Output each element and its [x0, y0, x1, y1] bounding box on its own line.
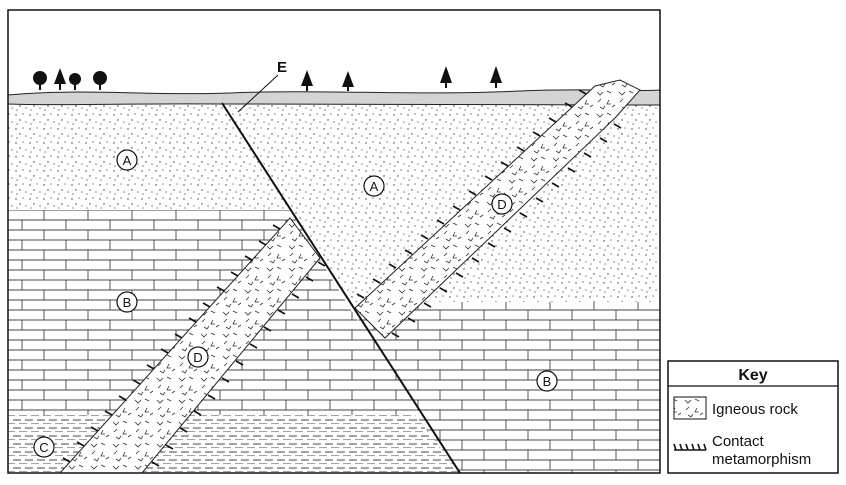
svg-text:C: C — [39, 440, 48, 455]
layer-a-left — [8, 103, 290, 210]
trees — [33, 66, 502, 91]
key-igneous-label: Igneous rock — [712, 401, 798, 418]
tree-icon — [440, 66, 452, 88]
fault-leader-line — [237, 74, 279, 113]
label-b-right: B — [536, 370, 558, 392]
tree-icon — [93, 71, 107, 90]
svg-text:B: B — [123, 295, 132, 310]
tree-icon — [69, 73, 81, 90]
label-a-left: A — [116, 149, 138, 171]
svg-text:D: D — [497, 197, 506, 212]
contact-metamorphism-marks — [62, 89, 622, 467]
key-title: Key — [738, 367, 767, 384]
label-d-lower: D — [187, 346, 209, 368]
label-c: C — [33, 436, 55, 458]
tree-icon — [342, 71, 354, 91]
igneous-dike-lower — [59, 217, 321, 473]
svg-text:D: D — [193, 350, 202, 365]
tree-icon — [33, 71, 47, 90]
contact-swatch — [673, 443, 707, 451]
svg-text:A: A — [370, 179, 379, 194]
fault-line — [221, 102, 461, 473]
fault-label: E — [277, 59, 287, 76]
ground-surface — [8, 89, 660, 106]
tree-icon — [490, 66, 502, 88]
label-d-upper: D — [491, 193, 513, 215]
tree-icon — [54, 68, 66, 90]
tree-icon — [301, 70, 313, 91]
key-contact-label-1: Contact — [712, 433, 765, 450]
label-a-right: A — [363, 175, 385, 197]
key-box: Key Igneous rock Contact metamorphism — [667, 360, 839, 474]
layer-b-right — [351, 302, 660, 473]
label-b-left: B — [116, 291, 138, 313]
diagram-frame — [7, 9, 661, 474]
key-contact-label-2: metamorphism — [712, 451, 811, 468]
igneous-swatch — [673, 396, 707, 420]
svg-text:A: A — [123, 153, 132, 168]
svg-text:B: B — [543, 374, 552, 389]
